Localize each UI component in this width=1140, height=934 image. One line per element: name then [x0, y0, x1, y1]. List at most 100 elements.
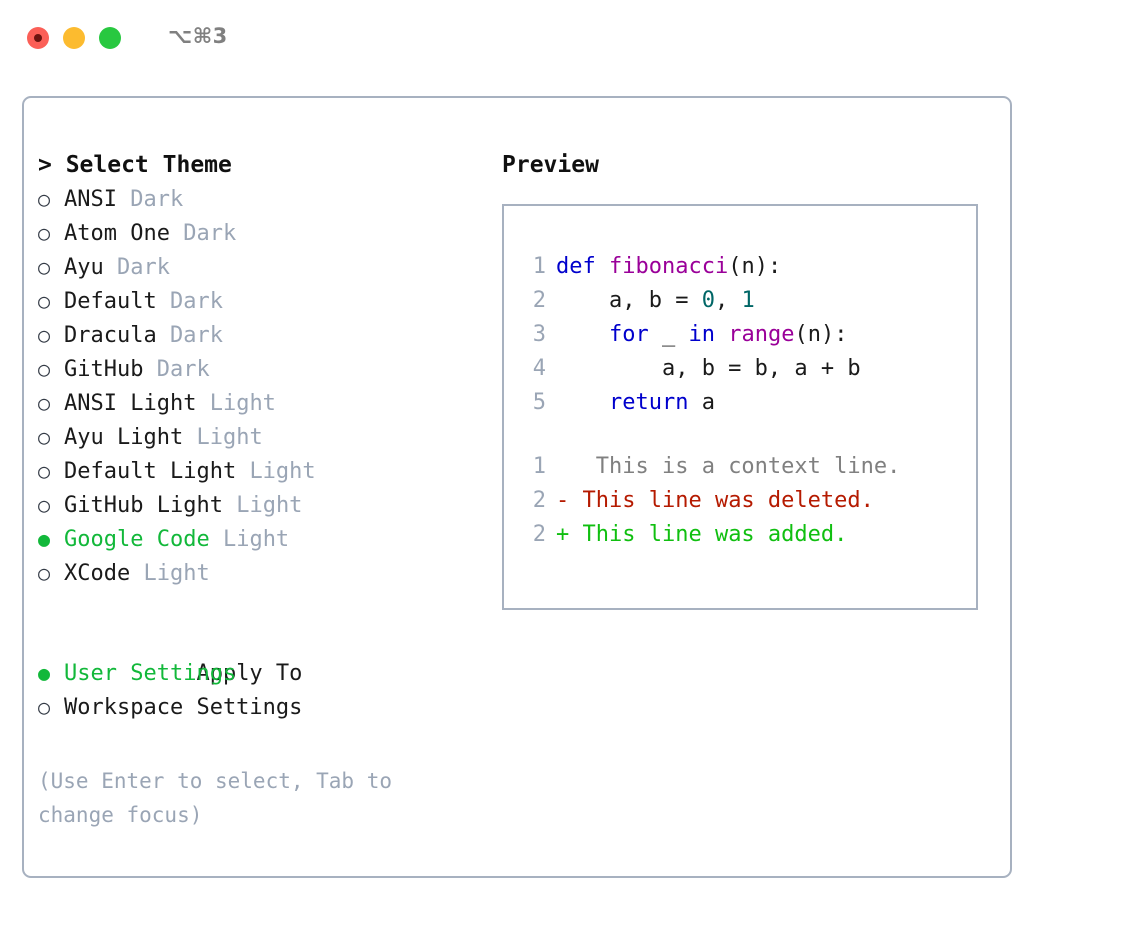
theme-option-default-light[interactable]: ○ Default Light Light — [38, 454, 478, 488]
main-panel: > Select Theme ○ANSI Dark○Atom One Dark○… — [22, 96, 1012, 878]
radio-unselected-icon[interactable]: ○ — [38, 391, 51, 415]
theme-option-name: Default — [64, 289, 157, 314]
code-token — [556, 322, 609, 347]
radio-unselected-icon[interactable]: ○ — [38, 187, 51, 211]
theme-option-kind: Light — [249, 459, 316, 484]
theme-name-kind-gap — [196, 391, 209, 416]
theme-option-name: XCode — [64, 561, 131, 586]
apply-to-heading: Apply To — [38, 622, 478, 686]
theme-name-kind-gap — [157, 323, 170, 348]
diff-line-number: 2 — [532, 488, 546, 513]
radio-unselected-icon[interactable]: ○ — [38, 493, 51, 517]
theme-option-name: GitHub — [64, 357, 144, 382]
code-token — [715, 322, 728, 347]
code-line: 5 return a — [520, 386, 970, 420]
theme-option-name: Atom One — [64, 221, 170, 246]
radio-unselected-icon[interactable]: ○ — [38, 425, 51, 449]
keyboard-hint: (Use Enter to select, Tab to change focu… — [38, 769, 393, 827]
preview-heading: Preview — [502, 152, 599, 178]
theme-selector-column: > Select Theme ○ANSI Dark○Atom One Dark○… — [38, 148, 478, 724]
code-token — [556, 390, 609, 415]
close-button[interactable] — [27, 27, 49, 49]
code-line-number: 4 — [532, 356, 546, 381]
code-token: def — [556, 254, 596, 279]
radio-unselected-icon[interactable]: ○ — [38, 323, 51, 347]
theme-option-kind: Dark — [156, 357, 210, 382]
minimize-button[interactable] — [63, 27, 85, 49]
radio-unselected-icon[interactable]: ○ — [38, 255, 51, 279]
diff-line: 2- This line was deleted. — [520, 484, 970, 518]
radio-unselected-icon[interactable]: ○ — [38, 221, 51, 245]
apply-to-option-workspace-settings[interactable]: ○ Workspace Settings — [38, 690, 478, 724]
radio-unselected-icon[interactable]: ○ — [38, 357, 51, 381]
code-line-number: 2 — [532, 288, 546, 313]
theme-option-name: Ayu Light — [64, 425, 184, 450]
radio-selected-icon[interactable]: ● — [38, 527, 51, 551]
theme-option-name: ANSI — [64, 187, 117, 212]
code-token: return — [608, 390, 689, 415]
code-token: range — [728, 322, 795, 347]
theme-option-ayu[interactable]: ○ Ayu Dark — [38, 250, 478, 284]
theme-option-kind: Dark — [169, 289, 223, 314]
theme-option-name: GitHub Light — [64, 493, 223, 518]
diff-line-number: 2 — [532, 522, 546, 547]
code-token: fibonacci — [609, 254, 729, 279]
theme-option-default[interactable]: ○ Default Dark — [38, 284, 478, 318]
radio-unselected-icon[interactable]: ○ — [38, 695, 51, 719]
apply-to-section: Apply To ●User Settings ○ Workspace Settin… — [38, 622, 478, 724]
theme-option-dracula[interactable]: ○Dracula Dark — [38, 318, 478, 352]
theme-name-kind-gap — [223, 493, 236, 518]
code-token: (n): — [794, 322, 848, 347]
diff-marker: - — [556, 488, 570, 513]
theme-option-kind: Light — [209, 391, 276, 416]
theme-option-kind: Light — [143, 561, 210, 586]
window-title: ⌥⌘3 — [168, 24, 228, 48]
radio-unselected-icon[interactable]: ○ — [38, 459, 51, 483]
radio-selected-icon[interactable]: ● — [38, 661, 51, 685]
code-line: 1 def fibonacci(n): — [520, 250, 970, 284]
diff-line-text: This line was deleted. — [569, 488, 874, 513]
apply-to-option-label: Workspace Settings — [64, 695, 303, 720]
diff-line: 1 This is a context line. — [520, 450, 970, 484]
theme-option-ansi[interactable]: ○ANSI Dark — [38, 182, 478, 216]
theme-option-github[interactable]: ○ GitHub Dark — [38, 352, 478, 386]
code-line: 2 a, b = 0, 1 — [520, 284, 970, 318]
theme-option-kind: Dark — [169, 323, 223, 348]
code-token: a, b = b, a + b — [556, 356, 861, 381]
maximize-button[interactable] — [99, 27, 121, 49]
diff-line-text: This line was added. — [569, 522, 848, 547]
theme-name-kind-gap — [143, 357, 156, 382]
code-token: a — [688, 390, 715, 415]
theme-option-google-code[interactable]: ●Google Code Light — [38, 522, 478, 556]
theme-option-name: Ayu — [64, 255, 104, 280]
code-line: 3 for _ in range(n): — [520, 318, 970, 352]
theme-name-kind-gap — [183, 425, 196, 450]
code-diff-separator — [520, 420, 970, 450]
code-token: , — [714, 288, 742, 313]
code-line-number: 5 — [532, 390, 546, 415]
theme-option-kind: Dark — [117, 255, 170, 280]
diff-line-text: This is a context line. — [569, 454, 901, 479]
theme-option-ayu-light[interactable]: ○Ayu Light Light — [38, 420, 478, 454]
theme-option-ansi-light[interactable]: ○ ANSI Light Light — [38, 386, 478, 420]
select-theme-heading: > Select Theme — [38, 152, 232, 178]
theme-option-kind: Dark — [183, 221, 237, 246]
theme-option-xcode[interactable]: ○ XCode Light — [38, 556, 478, 590]
theme-option-name: ANSI Light — [64, 391, 197, 416]
theme-option-atom-one[interactable]: ○ Atom One Dark — [38, 216, 478, 250]
theme-option-name: Google Code — [64, 527, 210, 552]
diff-line: 2+ This line was added. — [520, 518, 970, 552]
code-line-number: 1 — [532, 254, 546, 279]
code-token: (n): — [728, 254, 782, 279]
code-line: 4 a, b = b, a + b — [520, 352, 970, 386]
theme-name-kind-gap — [157, 289, 170, 314]
apply-to-option-user-settings[interactable]: ●User Settings — [38, 656, 478, 690]
theme-name-kind-gap — [170, 221, 183, 246]
theme-option-name: Default Light — [64, 459, 237, 484]
radio-unselected-icon[interactable]: ○ — [38, 289, 51, 313]
radio-unselected-icon[interactable]: ○ — [38, 561, 51, 585]
theme-option-github-light[interactable]: ○GitHub Light Light — [38, 488, 478, 522]
